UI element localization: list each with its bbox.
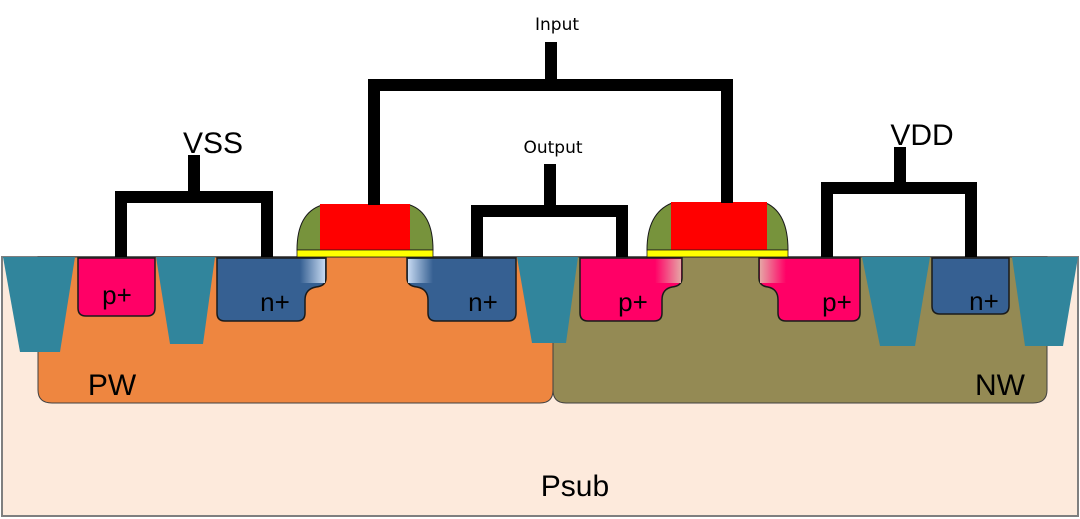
output-label: Output <box>523 138 582 158</box>
nmos-source-label: n+ <box>260 287 290 317</box>
pmos-source-label: p+ <box>822 287 852 317</box>
sti-trench <box>862 257 930 346</box>
vss-label: VSS <box>183 127 243 160</box>
vdd-label: VDD <box>890 119 953 152</box>
nwell-label: NW <box>975 369 1026 402</box>
pmos-source-ldd <box>760 259 786 283</box>
nmos-body-tap-label: p+ <box>102 280 132 310</box>
pmos-drain-ldd <box>655 259 681 283</box>
nmos-source-n-plus <box>216 257 327 322</box>
nmos-body-tap-p-plus <box>77 257 156 317</box>
nmos-source-ldd <box>300 259 325 283</box>
pwell-label: PW <box>88 369 137 402</box>
input-wire <box>368 42 733 205</box>
output-wire <box>471 164 628 257</box>
nmos-drain-label: n+ <box>468 287 498 317</box>
pmos-drain-label: p+ <box>618 287 648 317</box>
pmos-body-tap-n-plus <box>931 257 1010 315</box>
sti-trench <box>156 257 215 344</box>
input-label: Input <box>535 15 579 35</box>
sti-trench <box>1012 257 1078 346</box>
nmos-drain-ldd <box>408 259 433 283</box>
sti-trench <box>517 257 578 343</box>
vdd-wire <box>821 147 977 257</box>
vss-wire <box>115 155 273 257</box>
pmos-gate-oxide <box>646 249 789 258</box>
nmos-drain-n-plus <box>406 257 517 322</box>
pmos-gate-poly <box>671 202 767 250</box>
nmos-gate-oxide <box>296 249 434 258</box>
pmos-body-tap-label: n+ <box>969 286 999 316</box>
sti-trench <box>3 257 75 352</box>
substrate-label: Psub <box>541 470 609 503</box>
nmos-gate-poly <box>320 204 410 250</box>
